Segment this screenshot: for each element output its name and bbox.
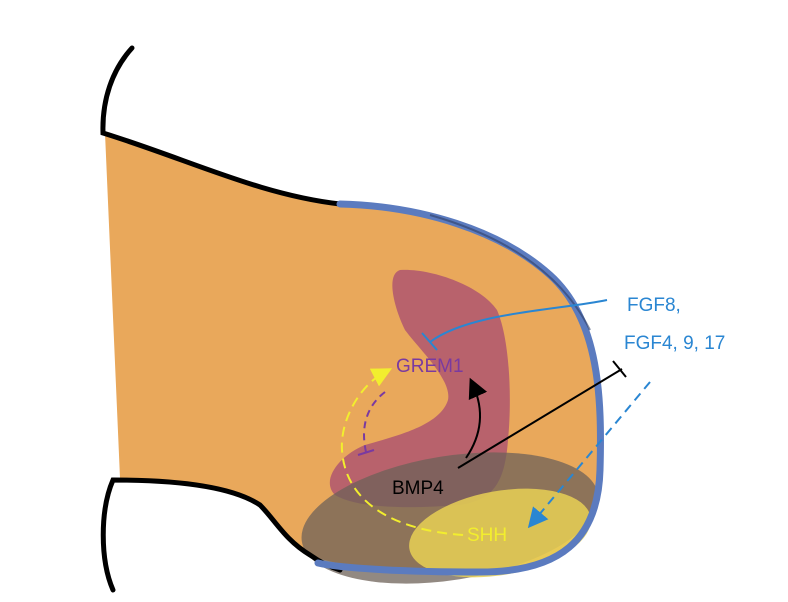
shh-to-grem1-arrow: [340, 368, 464, 536]
ectoderm-outline-upper: [100, 45, 343, 207]
grem1-label: GREM1: [396, 356, 464, 377]
grem1-domain: [329, 269, 510, 508]
fgf-other-label: FGF4, 9, 17: [624, 333, 725, 354]
bmp4-inhibition-bar: [612, 360, 627, 378]
fgf-inhibition-bar: [421, 332, 438, 351]
bmp4-label: BMP4: [392, 478, 444, 499]
bmp4-to-grem1-arrow: [465, 377, 488, 459]
grem1-inhibition-bar: [357, 449, 375, 456]
shh-label: SHH: [467, 525, 507, 546]
fgf8-label: FGF8,: [627, 295, 681, 316]
grem1-feedback-inhibition: [363, 391, 386, 453]
fgf-to-grem1-inhibition: [429, 299, 608, 343]
aer-dark-edge: [429, 214, 591, 331]
bmp4-to-fgf-inhibition: [457, 368, 623, 469]
fgf-to-shh-arrow: [527, 381, 651, 529]
ectoderm-outline-lower: [100, 477, 343, 593]
